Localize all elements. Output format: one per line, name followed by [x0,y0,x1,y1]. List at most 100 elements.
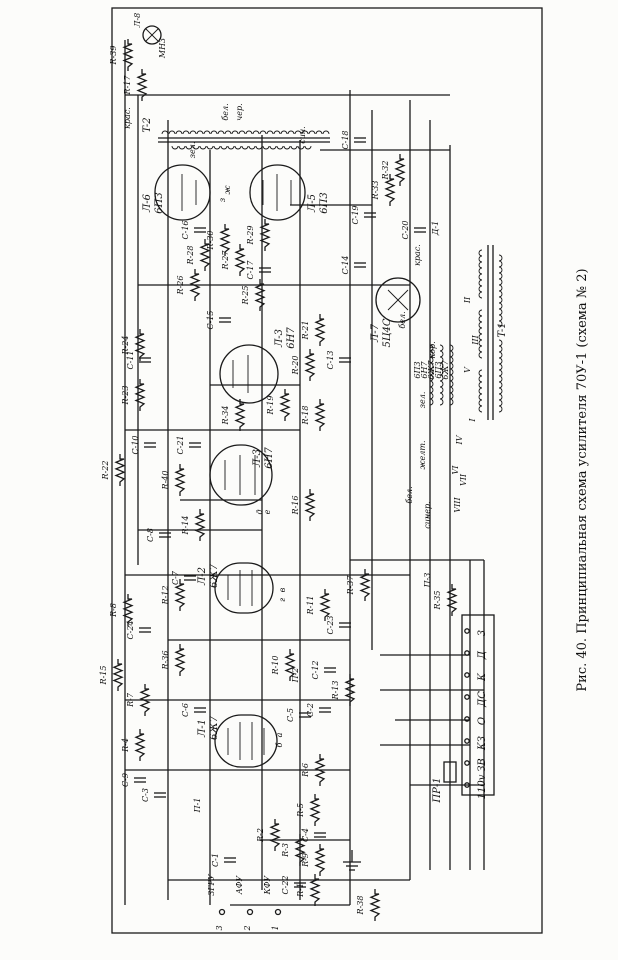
label-c-23: C-23 [326,615,335,634]
resistor-r-10 [284,649,296,681]
capacitor-c-6 [194,707,206,713]
label-r-28: R-28 [186,246,195,266]
outer-frame [111,7,543,934]
label-c-13: C-13 [326,350,335,369]
label-r-15: R-15 [99,666,108,686]
tube-ref-0: Л-1 [197,719,208,738]
label-r-22: R-22 [101,461,110,481]
label-r-7: R-7 [126,692,135,708]
label-c-3: C-3 [141,788,150,802]
wire-color-8: бел. [405,486,414,503]
resistor-r-16 [304,489,316,521]
input-terminal-num-2: 1 [271,925,280,930]
strip-label-5: К [477,673,488,682]
label-r-13: R-13 [331,681,340,701]
resistor-r-3 [294,834,306,866]
strip-label-3: О [477,717,488,725]
fuse-pr1 [443,761,457,783]
input-terminal-0 [218,908,226,916]
switch-p3-label: П-3 [423,573,432,589]
resistor-r-39 [122,39,134,71]
resistor-r-24 [134,329,146,361]
label-r-20: R-20 [291,356,300,376]
resistor-r-36 [174,644,186,676]
strip-contact-7 [464,628,470,634]
strip-contact-4 [464,694,470,700]
strip-label-7: 3 [477,630,488,636]
tube-type-1: 6Ж7 [209,563,220,588]
resistor-r-20 [304,349,316,381]
resistor-r-35 [446,584,458,616]
pin-letter-6: ж [223,185,232,194]
label-r-9: R-9 [301,853,310,868]
tube-ref-6: Л-7 [370,323,381,343]
capacitor-c-1 [224,857,236,863]
label-c-16: C-16 [181,220,190,239]
resistor-r-8 [122,594,134,626]
input-terminal-label-0: 3ГРУ [207,873,216,896]
capacitor-c-10 [144,442,156,448]
label-r-19: R-19 [266,396,275,416]
resistor-r-5 [309,794,321,826]
fuse-label: ПР-1 [432,777,443,803]
wire-color-7: зел. [418,392,427,409]
label-r-36: R-36 [161,651,170,671]
transformer-t1-label: T-1 [497,322,508,337]
winding-5: VI [451,465,460,475]
resistor-r-32 [394,154,406,186]
label-r-29: R-29 [246,226,255,246]
resistor-r-7 [139,684,151,716]
resistor-r-27 [234,244,246,276]
label-r-24: R-24 [121,336,130,356]
resistor-r-29 [259,219,271,251]
wire-color-3: чер. [235,103,244,120]
wire-color-2: бел. [221,103,230,120]
label-r-34: R-34 [221,406,230,426]
switch-p1-label: П-1 [193,798,202,814]
resistor-r-2 [269,819,281,851]
resistor-r-11 [319,589,331,621]
strip-label-1: ЗВ [477,758,488,772]
winding-4: V [463,366,472,373]
label-r-8: R-8 [109,603,118,618]
resistor-r-19 [279,389,291,421]
tube-l2 [214,562,274,614]
tube-type-5: 6П3 [154,192,165,213]
transformer-t1 [478,245,503,420]
label-c-7: C-7 [171,570,180,585]
resistor-r-14 [194,509,206,541]
tube-l1 [214,714,278,768]
label-c-8: C-8 [146,528,155,542]
terminal-strip-box [461,614,495,796]
resistor-r-33 [384,174,396,206]
label-c-10: C-10 [131,435,140,454]
resistor-r-28 [199,239,211,271]
strip-contact-1 [464,760,470,766]
tube-ref-4: Л-5 [307,194,318,213]
heater-label-1: 6Н7 [420,361,429,379]
wire-color-5: син. [298,126,307,143]
label-c-6: C-6 [181,703,190,717]
bus-wires [124,40,485,906]
capacitor-c-2 [319,707,331,713]
wire-color-10: чер. [423,501,432,518]
tube-ref-3: Л-3 [252,449,263,468]
label-r-2: R-2 [256,828,265,843]
label-r-40: R-40 [161,471,170,491]
capacitor-c-15 [219,317,231,323]
label-r-11: R-11 [306,596,315,616]
label-c-19: C-19 [351,205,360,224]
label-r-26: R-26 [176,276,185,296]
heater-coils [429,344,454,406]
label-r-3: R-3 [281,843,290,858]
resistor-r-25 [254,279,266,311]
resistor-r-12 [174,579,186,611]
capacitor-c-18 [354,137,366,143]
resistor-r-26 [189,269,201,301]
resistor-r-38 [369,889,381,921]
capacitor-c-24 [139,627,151,633]
strip-label-0: 110v [477,774,488,799]
input-terminal-2 [274,908,282,916]
